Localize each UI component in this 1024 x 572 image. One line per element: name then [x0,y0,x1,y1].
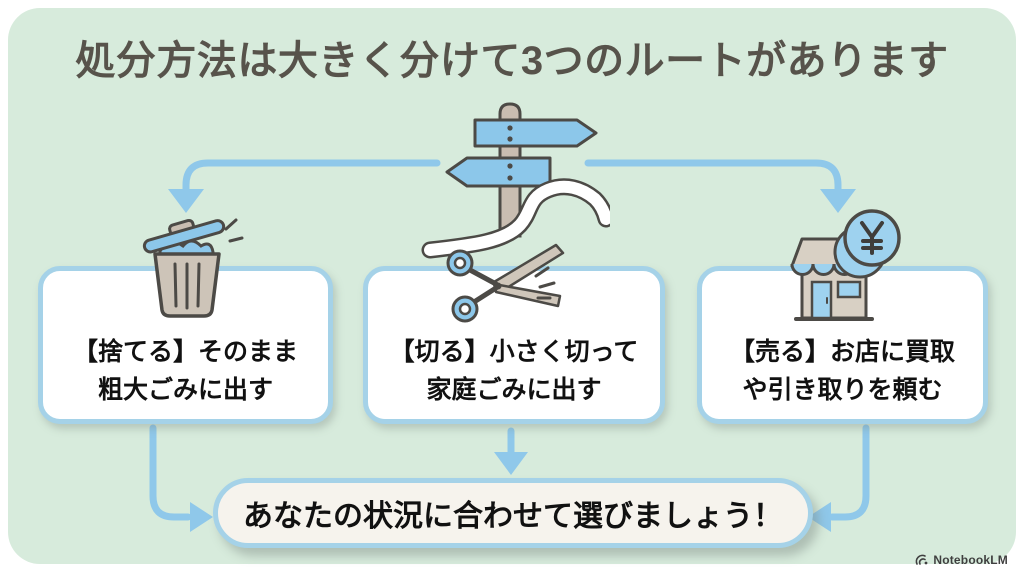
route-card-text-line1: 【切る】小さく切って [389,338,639,366]
watermark: NotebookLM [915,553,1008,567]
connector-top-right [584,159,842,194]
storefront-yen-icon [790,209,901,321]
connector-bottom-left [149,424,192,521]
arrowhead-right-into-pill [190,502,213,532]
route-card-text-line1: 【捨てる】そのまま [72,338,298,366]
route-card-text-line2: 家庭ごみに出す [426,376,602,404]
conclusion-text: あなたの状況に合わせて選びましょう！ [243,500,783,533]
yen-symbol [860,221,884,255]
route-card-text-line2: 粗大ごみに出す [97,376,273,404]
route-card-text-line2: や引き取りを頼む [742,376,943,404]
arrowhead-down-left [168,189,204,213]
watermark-label: NotebookLM [933,553,1008,567]
route-card-cut: 【切る】小さく切って 家庭ごみに出す [363,266,665,424]
conclusion-pill: あなたの状況に合わせて選びましょう！ [213,478,813,548]
route-card-text-line1: 【売る】お店に買取 [729,338,955,366]
crossroads-signpost-icon [421,102,610,259]
trash-can-icon [142,218,244,318]
arrowhead-down-middle [494,452,528,475]
connector-top-left [182,159,441,194]
arrowhead-left-into-pill [808,502,831,532]
arrowhead-down-right [820,189,856,213]
scissors-icon [446,243,565,323]
connector-bottom-right [828,424,870,521]
page-title: 処分方法は大きく分けて3つのルートがあります [75,39,949,83]
notebooklm-logo-icon [916,554,928,565]
